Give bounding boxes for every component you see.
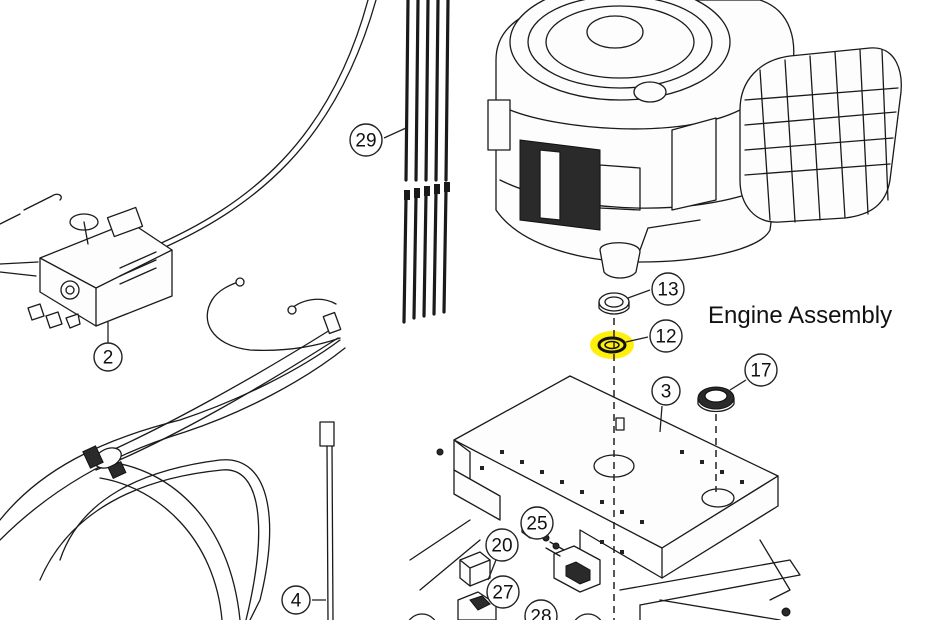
callout-20: 20 [485, 528, 519, 562]
callout-partial-right [572, 613, 604, 625]
callout-12: 12 [649, 319, 683, 353]
engine-mount-plate [436, 375, 779, 579]
throttle-cable [149, 0, 377, 253]
engine [487, 0, 795, 279]
callout-4: 4 [281, 585, 311, 615]
callout-3: 3 [651, 376, 681, 406]
svg-text:29: 29 [355, 131, 376, 152]
svg-text:3: 3 [661, 382, 672, 403]
callout-25: 25 [520, 506, 554, 540]
leader-lines [107, 127, 747, 601]
lower-frame [409, 519, 801, 621]
svg-text:20: 20 [491, 536, 512, 557]
callout-17: 17 [744, 353, 778, 387]
callout-2: 2 [93, 342, 123, 372]
switch-assembly [542, 534, 601, 593]
svg-text:17: 17 [750, 361, 771, 382]
highlight-marker [590, 331, 634, 359]
svg-text:27: 27 [492, 583, 513, 604]
connector-27 [457, 591, 497, 621]
svg-text:13: 13 [657, 280, 678, 301]
svg-text:4: 4 [291, 591, 302, 612]
svg-text:25: 25 [526, 514, 547, 535]
callout-29: 29 [349, 123, 383, 157]
muffler-guard [739, 47, 902, 223]
callout-27: 27 [486, 575, 520, 609]
seal-13 [598, 292, 630, 315]
cable-ties [402, 0, 450, 324]
svg-text:12: 12 [655, 327, 676, 348]
svg-text:28: 28 [530, 607, 551, 621]
callout-partial-left [406, 613, 438, 625]
relay-20 [459, 551, 491, 587]
svg-text:2: 2 [103, 348, 114, 369]
cable-4 [319, 421, 335, 621]
washer-12-highlighted [590, 331, 634, 359]
throttle-control [0, 193, 173, 329]
wiring-harness [0, 277, 346, 621]
seal-17 [697, 386, 735, 413]
callout-28: 28 [524, 599, 558, 625]
callout-13: 13 [651, 272, 685, 306]
assembly-label: Engine Assembly [708, 302, 893, 329]
